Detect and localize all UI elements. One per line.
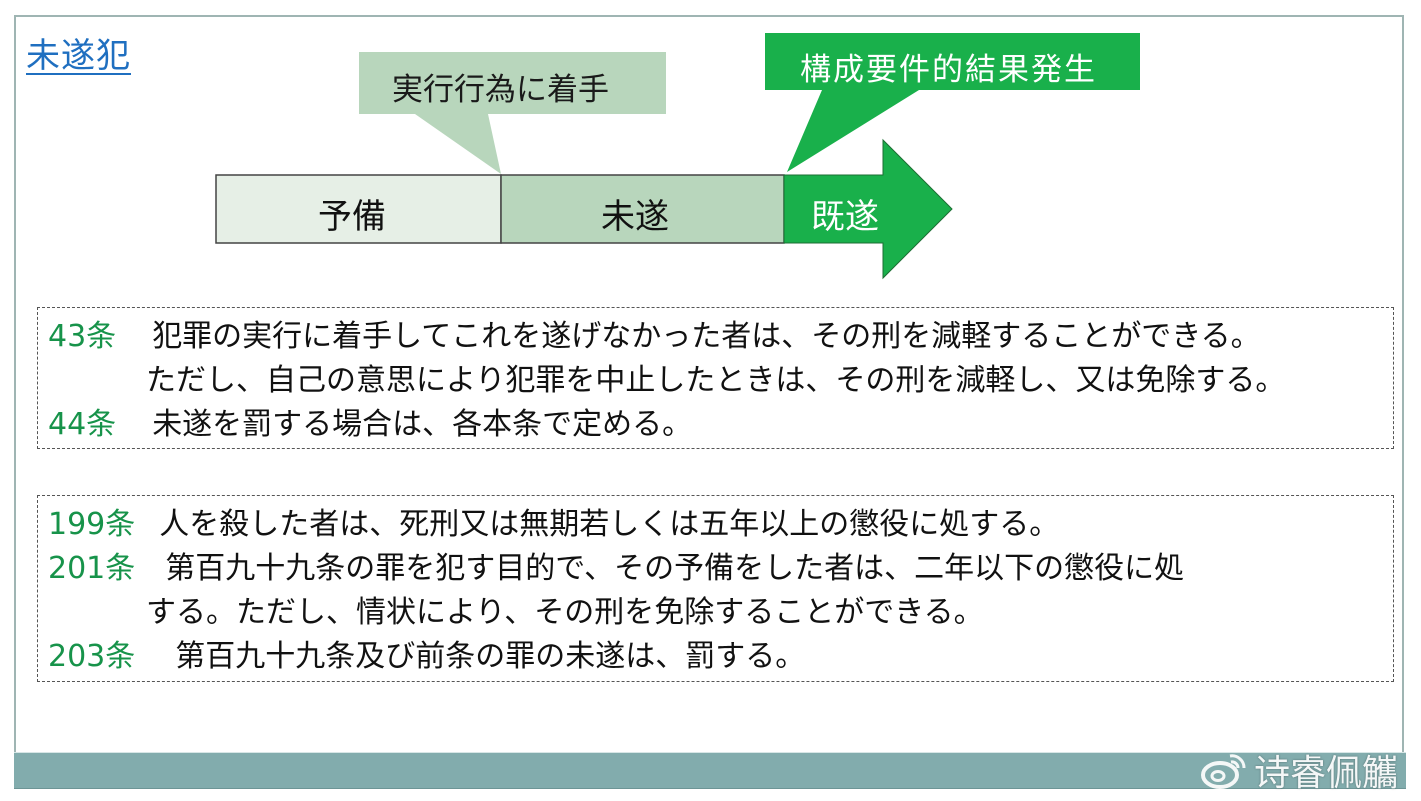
footer-bar [14,752,1406,789]
stage-kisui-label: 既遂 [811,197,879,237]
article-line: ただし、自己の意思により犯罪を中止したときは、その刑を減軽し、又は免除する。 [146,366,1285,396]
callout-jikko-shape [359,52,666,174]
articles-box-199-203 [37,495,1394,682]
watermark: 诗睿佩觿 [1200,744,1398,796]
stage-misui-label: 未遂 [601,197,669,237]
article-number: 203条 [48,639,136,674]
callout-jikko-label: 実行行為に着手 [392,72,609,108]
articles-box-43-44 [37,307,1394,449]
watermark-text: 诗睿佩觿 [1254,753,1399,794]
weibo-icon [1201,754,1246,789]
article-text: 人を殺した者は、死刑又は無期若しくは五年以上の懲役に処する。 [159,507,1060,542]
callout-kekka-label: 構成要件的結果発生 [800,52,1097,88]
article-text: 犯罪の実行に着手してこれを遂げなかった者は、その刑を減軽することができる。 [152,319,1261,354]
article-line: 43条犯罪の実行に着手してこれを遂げなかった者は、その刑を減軽することができる。 [48,322,1261,352]
article-line: 199条人を殺した者は、死刑又は無期若しくは五年以上の懲役に処する。 [48,510,1059,540]
stage-misui-box [500,174,785,244]
article-line: 201条第百九十九条の罪を犯す目的で、その予備をした者は、二年以下の懲役に処 [48,554,1184,584]
article-number: 43条 [48,319,117,354]
article-text: 第百九十九条及び前条の罪の未遂は、罰する。 [175,639,806,674]
stage-yobi-label: 予備 [318,197,386,237]
slide-title: 未遂犯 [26,36,131,76]
stage-yobi-box [215,174,502,244]
article-line: する。ただし、情状により、その刑を免除することができる。 [146,598,984,628]
article-line: 44条未遂を罰する場合は、各本条で定める。 [48,410,692,440]
article-text: 第百九十九条の罪を犯す目的で、その予備をした者は、二年以下の懲役に処 [165,551,1185,586]
callout-kekka-shape [765,33,1140,172]
article-text: ただし、自己の意思により犯罪を中止したときは、その刑を減軽し、又は免除する。 [146,363,1286,398]
stage-kisui-arrow [783,138,953,280]
article-number: 199条 [48,507,136,542]
article-text: 未遂を罰する場合は、各本条で定める。 [152,407,693,442]
article-number: 201条 [48,551,136,586]
article-line: 203条 第百九十九条及び前条の罪の未遂は、罰する。 [48,642,805,672]
article-number: 44条 [48,407,117,442]
article-text: する。ただし、情状により、その刑を免除することができる。 [146,595,984,630]
